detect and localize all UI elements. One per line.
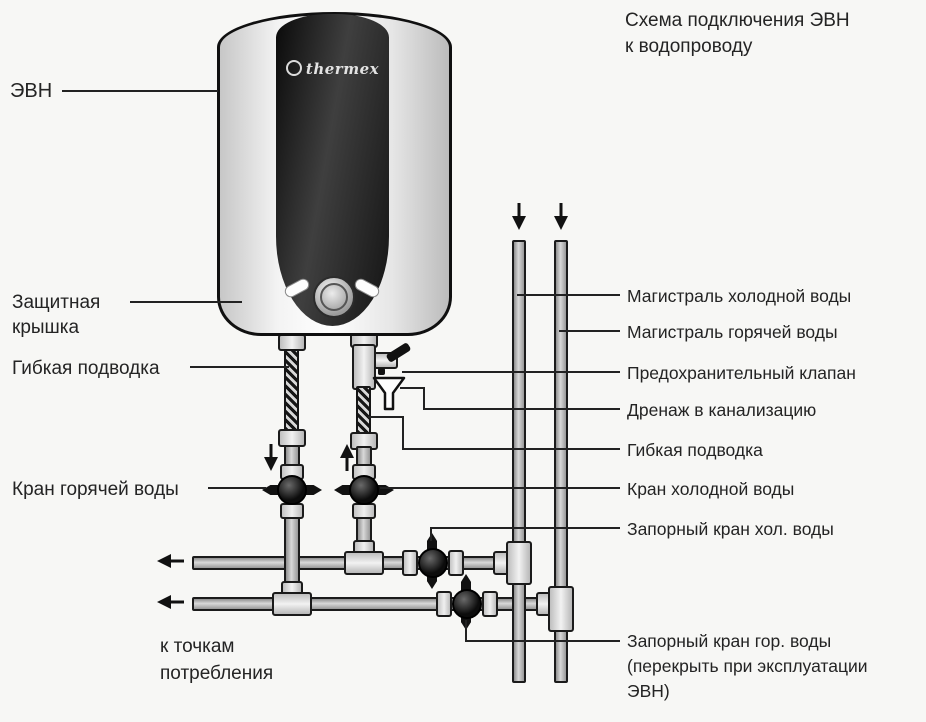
heater-brand-logo: thermex [276,60,389,78]
label-cold-tap: Кран холодной воды [627,479,795,499]
safety-valve-lever-icon [385,342,412,363]
label-protective-cover-line2: крышка [12,317,80,338]
heater-front-panel: thermex [276,14,389,326]
leader-hot-main [559,330,620,332]
label-hot-tap: Кран горячей воды [12,479,179,500]
label-drain: Дренаж в канализацию [627,400,817,420]
safety-valve-body [352,344,376,390]
leader-flex-right-c [402,448,620,450]
water-heater: thermex [217,12,452,336]
label-protective-cover-line1: Защитная [12,292,101,313]
cold-riser-flex-hose [356,386,371,436]
hot-tap-valve [277,475,307,505]
flow-up-arrow-cold-riser-icon [340,444,354,471]
leader-flex-left [190,366,289,368]
leader-drain-b [423,387,425,410]
leader-safety-valve [402,371,620,373]
heater-knob-inner [320,283,348,311]
label-consumption-line1: к точкам [160,636,235,657]
heater-indicator-right [352,276,382,300]
hot-shutoff-collar-left [436,591,452,617]
hot-supply-pipe [192,597,564,611]
leader-cold-tap [380,487,620,489]
label-hot-shutoff-line2: (перекрыть при эксплуатации [627,656,868,676]
leader-cold-shutoff-a [430,527,432,541]
label-evn: ЭВН [10,80,53,102]
cold-tap-collar-bottom [352,503,376,519]
label-hot-shutoff: Запорный кран гор. воды (перекрыть при э… [627,629,868,704]
cold-shutoff-collar-right [448,550,464,576]
label-cold-main: Магистраль холодной воды [627,286,852,306]
diagram-title: Схема подключения ЭВН к водопроводу [625,8,850,60]
leader-cold-main [517,294,620,296]
heater-knob [313,276,355,318]
leader-cover [130,301,242,303]
leader-drain-c [423,408,620,410]
hot-tap-collar-bottom [280,503,304,519]
label-protective-cover: Защитная крышка [12,290,100,340]
hot-shutoff-collar-right [482,591,498,617]
tee-hot-main-body [548,586,574,632]
tee-cold-riser-body [344,551,384,575]
flow-left-arrow-cold-icon [157,554,184,568]
leader-drain-a [400,387,425,389]
label-flex-hose-left: Гибкая подводка [12,358,160,379]
label-hot-shutoff-line1: Запорный кран гор. воды [627,631,832,651]
leader-evn [62,90,218,92]
hot-main-pipe [554,240,568,683]
flow-down-arrow-hot-main-icon [554,203,568,230]
label-consumption-line2: потребления [160,663,274,684]
cold-shutoff-valve [418,548,448,578]
leader-flex-right-b [402,416,404,450]
flow-left-arrow-hot-icon [157,595,184,609]
brand-emblem-icon [285,60,302,76]
brand-text: thermex [305,60,380,78]
cold-main-pipe [512,240,526,683]
label-safety-valve: Предохранительный клапан [627,363,856,383]
leader-hot-tap [208,487,266,489]
leader-hot-shutoff-b [465,640,620,642]
heater-indicator-left [282,276,312,300]
flow-down-arrow-hot-riser-icon [264,444,278,471]
cold-shutoff-collar-left [402,550,418,576]
drain-funnel-icon [372,376,406,411]
diagram-title-line1: Схема подключения ЭВН [625,10,850,31]
tee-cold-main-body [506,541,532,585]
tee-hot-riser-body [272,592,312,616]
leader-flex-right-a [368,416,404,418]
cold-tap-valve [349,475,379,505]
flow-down-arrow-cold-main-icon [512,203,526,230]
label-consumption-points: к точкам потребления [160,633,273,687]
hot-riser-flex-hose [284,349,299,433]
leader-hot-shutoff-a [465,620,467,642]
label-hot-shutoff-line3: ЭВН) [627,681,670,701]
label-flex-hose-right: Гибкая подводка [627,440,763,460]
diagram-title-line2: к водопроводу [625,36,753,57]
leader-cold-shutoff-b [430,527,620,529]
label-hot-main: Магистраль горячей воды [627,322,838,342]
hot-shutoff-valve [452,589,482,619]
label-cold-shutoff: Запорный кран хол. воды [627,519,834,539]
safety-valve-drain-hole [378,368,385,375]
